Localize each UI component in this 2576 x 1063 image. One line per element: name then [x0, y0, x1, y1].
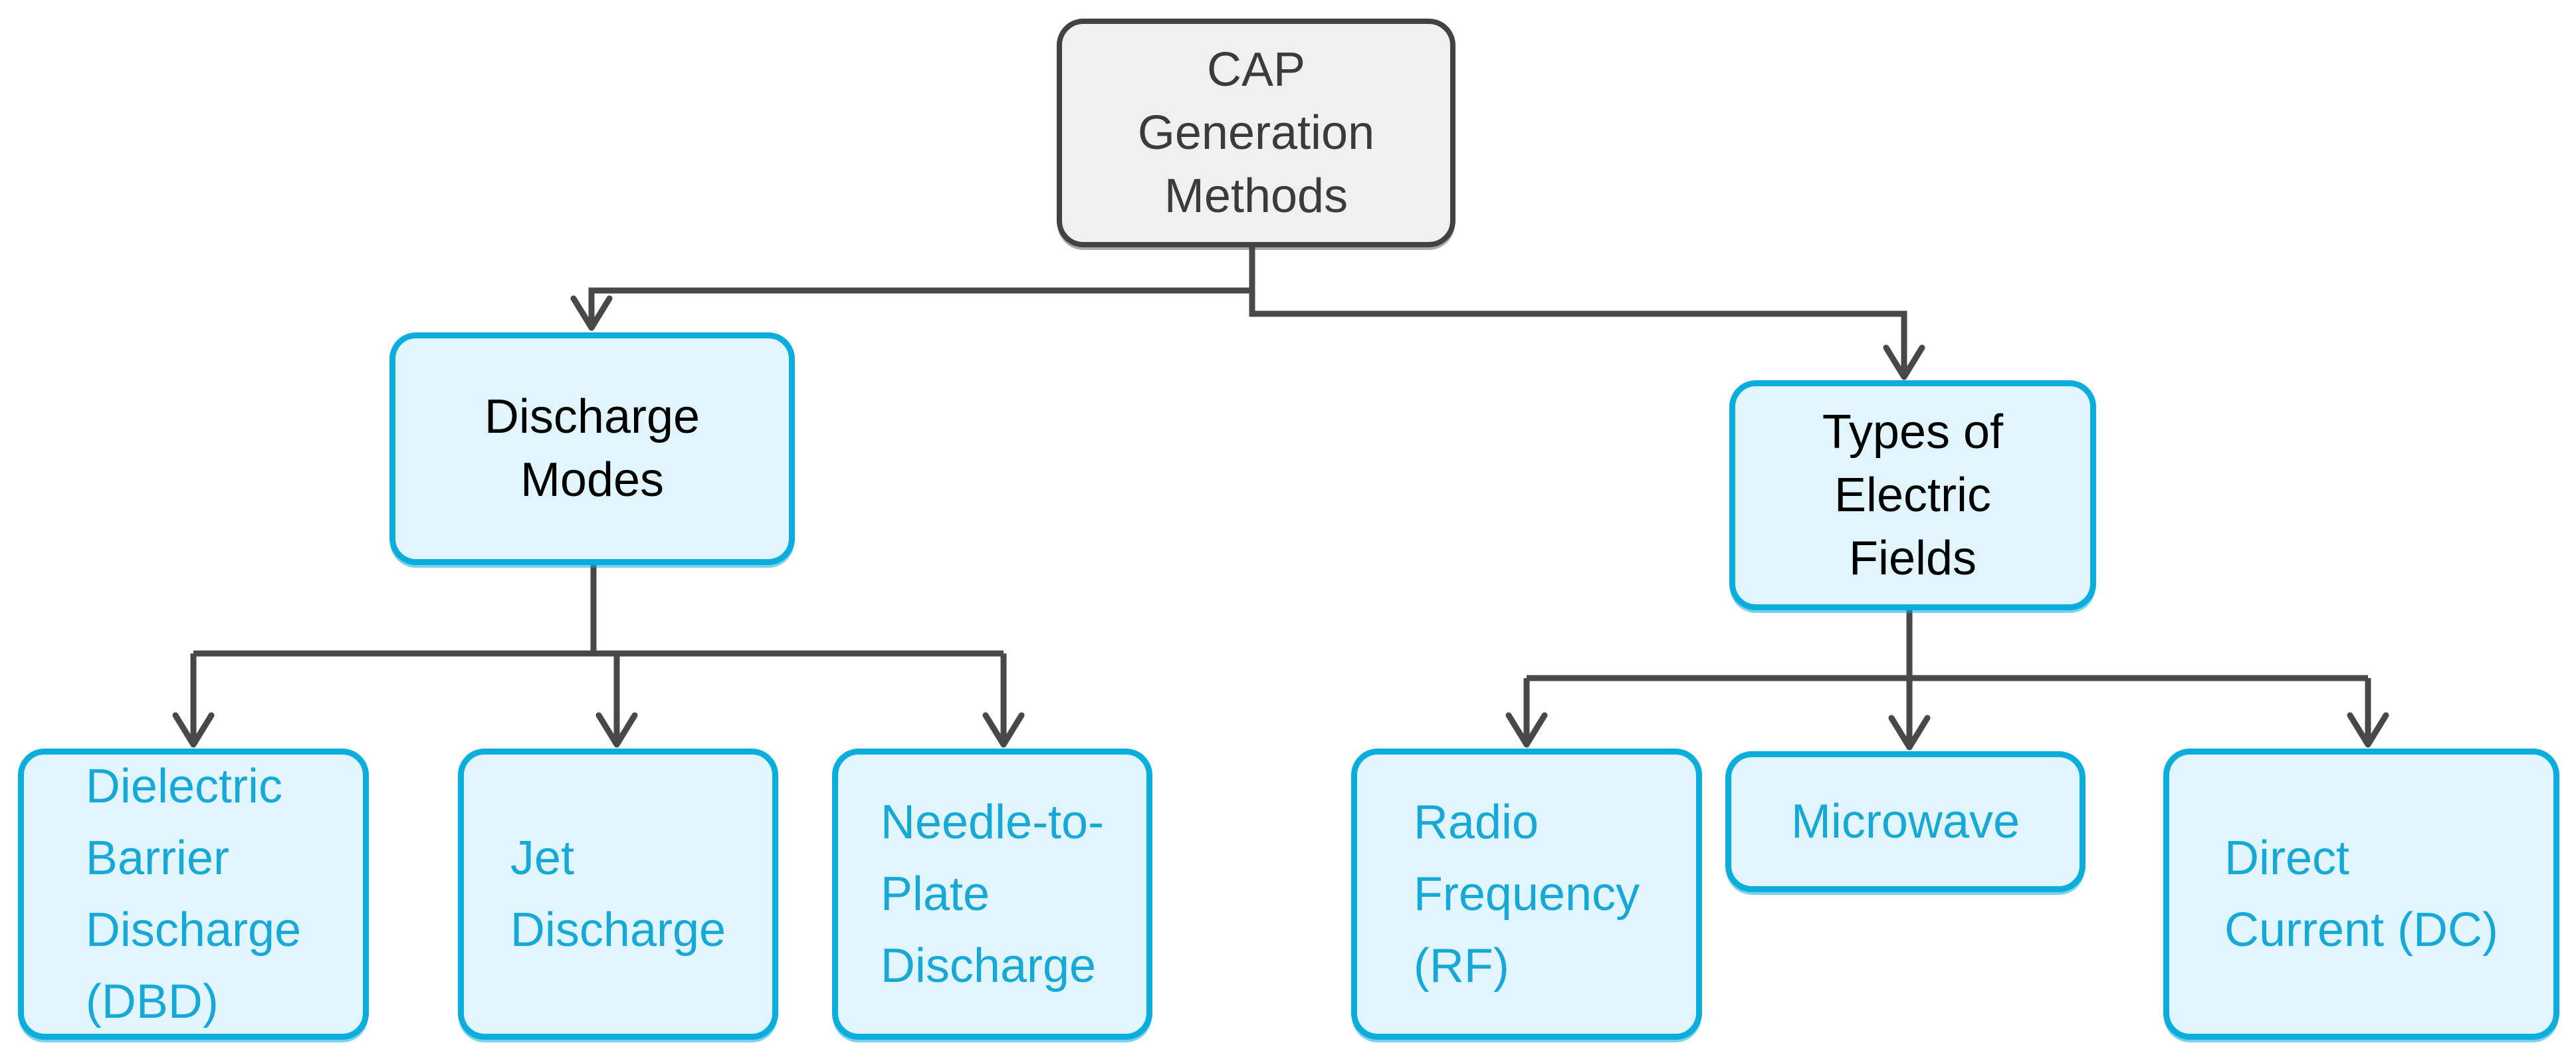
node-label: Direct Current (DC): [2224, 832, 2499, 957]
node-discharge-modes: Discharge Modes: [389, 332, 795, 565]
node-label: Microwave: [1790, 795, 2020, 848]
edge-cap-to-discharge-modes: [588, 246, 1255, 326]
arrow-down-icon: [2347, 712, 2389, 748]
node-label: Discharge Modes: [484, 390, 700, 507]
node-dielectric-barrier-discharge-dbd: Dielectric Barrier Discharge (DBD): [18, 749, 369, 1040]
node-label: Types of Electric Fields: [1822, 405, 2004, 585]
node-microwave: Microwave: [1725, 751, 2086, 892]
node-label: Radio Frequency (RF): [1413, 796, 1640, 993]
node-label: Jet Discharge: [510, 832, 726, 957]
node-label: CAP Generation Methods: [1137, 43, 1375, 223]
arrow-down-icon: [570, 295, 613, 331]
node-jet-discharge: Jet Discharge: [458, 749, 778, 1040]
node-radio-frequency-rf: Radio Frequency (RF): [1351, 749, 1702, 1040]
arrow-down-icon: [982, 712, 1025, 748]
arrow-down-icon: [1888, 715, 1931, 751]
edge-types-fields-bus: [1527, 610, 2368, 681]
arrow-down-icon: [1505, 712, 1548, 748]
arrow-down-icon: [1883, 344, 1925, 380]
node-direct-current-dc: Direct Current (DC): [2163, 749, 2559, 1040]
edge-cap-to-types-fields: [1249, 291, 1907, 375]
node-label: Needle-to- Plate Discharge: [880, 796, 1105, 993]
arrow-down-icon: [595, 712, 638, 748]
node-types-of-electric-fields: Types of Electric Fields: [1729, 380, 2096, 610]
edge-discharge-modes-bus: [193, 565, 1004, 657]
node-label: Dielectric Barrier Discharge (DBD): [85, 760, 302, 1028]
arrow-down-icon: [172, 712, 215, 748]
node-cap-generation-methods: CAP Generation Methods: [1057, 19, 1455, 247]
node-needle-to-plate-discharge: Needle-to- Plate Discharge: [832, 749, 1152, 1040]
